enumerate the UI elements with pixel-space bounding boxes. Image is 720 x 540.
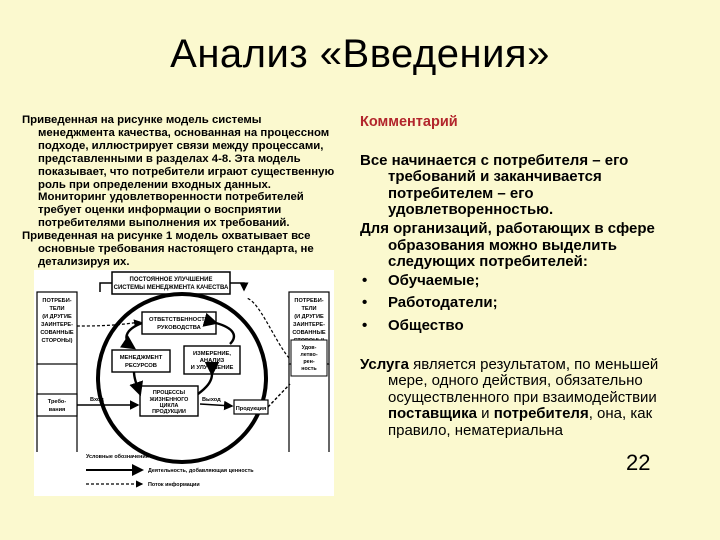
legend-item-1: Деятельность, добавляющая ценность xyxy=(148,467,254,474)
comment-heading: Комментарий xyxy=(360,114,458,130)
satisfaction-line-4: ность xyxy=(301,366,317,372)
top-box-line-2: СИСТЕМЫ МЕНЕДЖМЕНТА КАЧЕСТВА xyxy=(114,285,229,291)
measurement-line-1: ИЗМЕРЕНИЕ, xyxy=(193,351,231,357)
left-description: Приведенная на рисунке модель системы ме… xyxy=(22,114,340,269)
left-box-line-6: СТОРОНЫ) xyxy=(42,338,73,344)
comment-paragraph-2: Для организаций, работающих в сфере обра… xyxy=(360,219,655,271)
top-box-line-1: ПОСТОЯННОЕ УЛУЧШЕНИЕ xyxy=(130,277,213,283)
product-label: Продукция xyxy=(236,406,266,412)
resources-box xyxy=(111,349,171,373)
left-box-line-3: (И ДРУГИЕ xyxy=(42,314,72,320)
satisfaction-line-2: летво- xyxy=(300,352,317,358)
resources-line-2: РЕСУРСОВ xyxy=(125,363,157,369)
left-box-line-4: ЗАИНТЕРЕ- xyxy=(41,322,73,328)
comment-panel: Комментарий Все начинается с потребителя… xyxy=(360,114,700,442)
list-item: •Общество xyxy=(362,316,464,334)
slide-title: Анализ «Введения» xyxy=(170,32,550,76)
measurement-line-3: И УЛУЧШЕНИЕ xyxy=(191,365,234,371)
left-paragraph-1: Приведенная на рисунке модель системы ме… xyxy=(22,114,335,230)
right-box-line-4: ЗАИНТЕРЕ- xyxy=(293,322,325,328)
list-item: •Обучаемые; xyxy=(362,271,480,289)
list-item: •Работодатели; xyxy=(362,294,498,312)
responsibility-line-2: РУКОВОДСТВА xyxy=(157,325,202,331)
resources-line-1: МЕНЕДЖМЕНТ xyxy=(120,355,163,361)
process-line-2: ЖИЗНЕННОГО xyxy=(149,397,189,403)
right-box-line-1: ПОТРЕБИ- xyxy=(294,298,323,304)
satisfaction-line-1: Удов- xyxy=(302,345,317,351)
bullet-icon: • xyxy=(362,294,368,312)
process-cycle-circle xyxy=(96,292,268,464)
process-line-3: ЦИКЛА xyxy=(160,403,179,409)
requirements-line-2: вания xyxy=(49,407,66,413)
measurement-line-2: АНАЛИЗ xyxy=(200,358,225,364)
satisfaction-line-3: рен- xyxy=(303,359,315,365)
right-box-line-3: (И ДРУГИЕ xyxy=(294,314,324,320)
right-box-line-2: ТЕЛИ xyxy=(301,306,316,312)
qms-process-model-diagram: ПОСТОЯННОЕ УЛУЧШЕНИЕ СИСТЕМЫ МЕНЕДЖМЕНТА… xyxy=(34,270,334,496)
service-definition: Услуга является результатом, по меньшей … xyxy=(360,355,659,439)
legend-title: Условные обозначения xyxy=(86,453,149,460)
right-box-line-5: СОВАННЫЕ xyxy=(292,330,326,336)
legend-item-2: Поток информации xyxy=(148,481,200,488)
left-box-line-1: ПОТРЕБИ- xyxy=(42,298,71,304)
consumer-list: •Обучаемые; •Работодатели; •Общество xyxy=(360,271,700,335)
satisfaction-box xyxy=(290,339,328,377)
output-label: Выход xyxy=(202,397,221,403)
left-customers-box xyxy=(36,291,78,365)
bullet-icon: • xyxy=(362,271,368,289)
process-line-4: ПРОДУКЦИИ xyxy=(152,409,186,415)
slide-number: 22 xyxy=(626,450,651,475)
left-box-line-5: СОВАННЫЕ xyxy=(40,330,74,336)
left-box-line-2: ТЕЛИ xyxy=(49,306,64,312)
requirements-line-1: Требо- xyxy=(48,398,67,405)
process-line-1: ПРОЦЕССЫ xyxy=(153,390,185,396)
left-paragraph-2: Приведенная на рисунке 1 модель охватыва… xyxy=(22,230,314,268)
responsibility-line-1: ОТВЕТСТВЕННОСТЬ xyxy=(149,317,209,323)
process-box xyxy=(139,385,199,417)
comment-paragraph-1: Все начинается с потребителя – его требо… xyxy=(360,151,629,219)
bullet-icon: • xyxy=(362,316,368,334)
input-label: Вход xyxy=(90,397,104,403)
